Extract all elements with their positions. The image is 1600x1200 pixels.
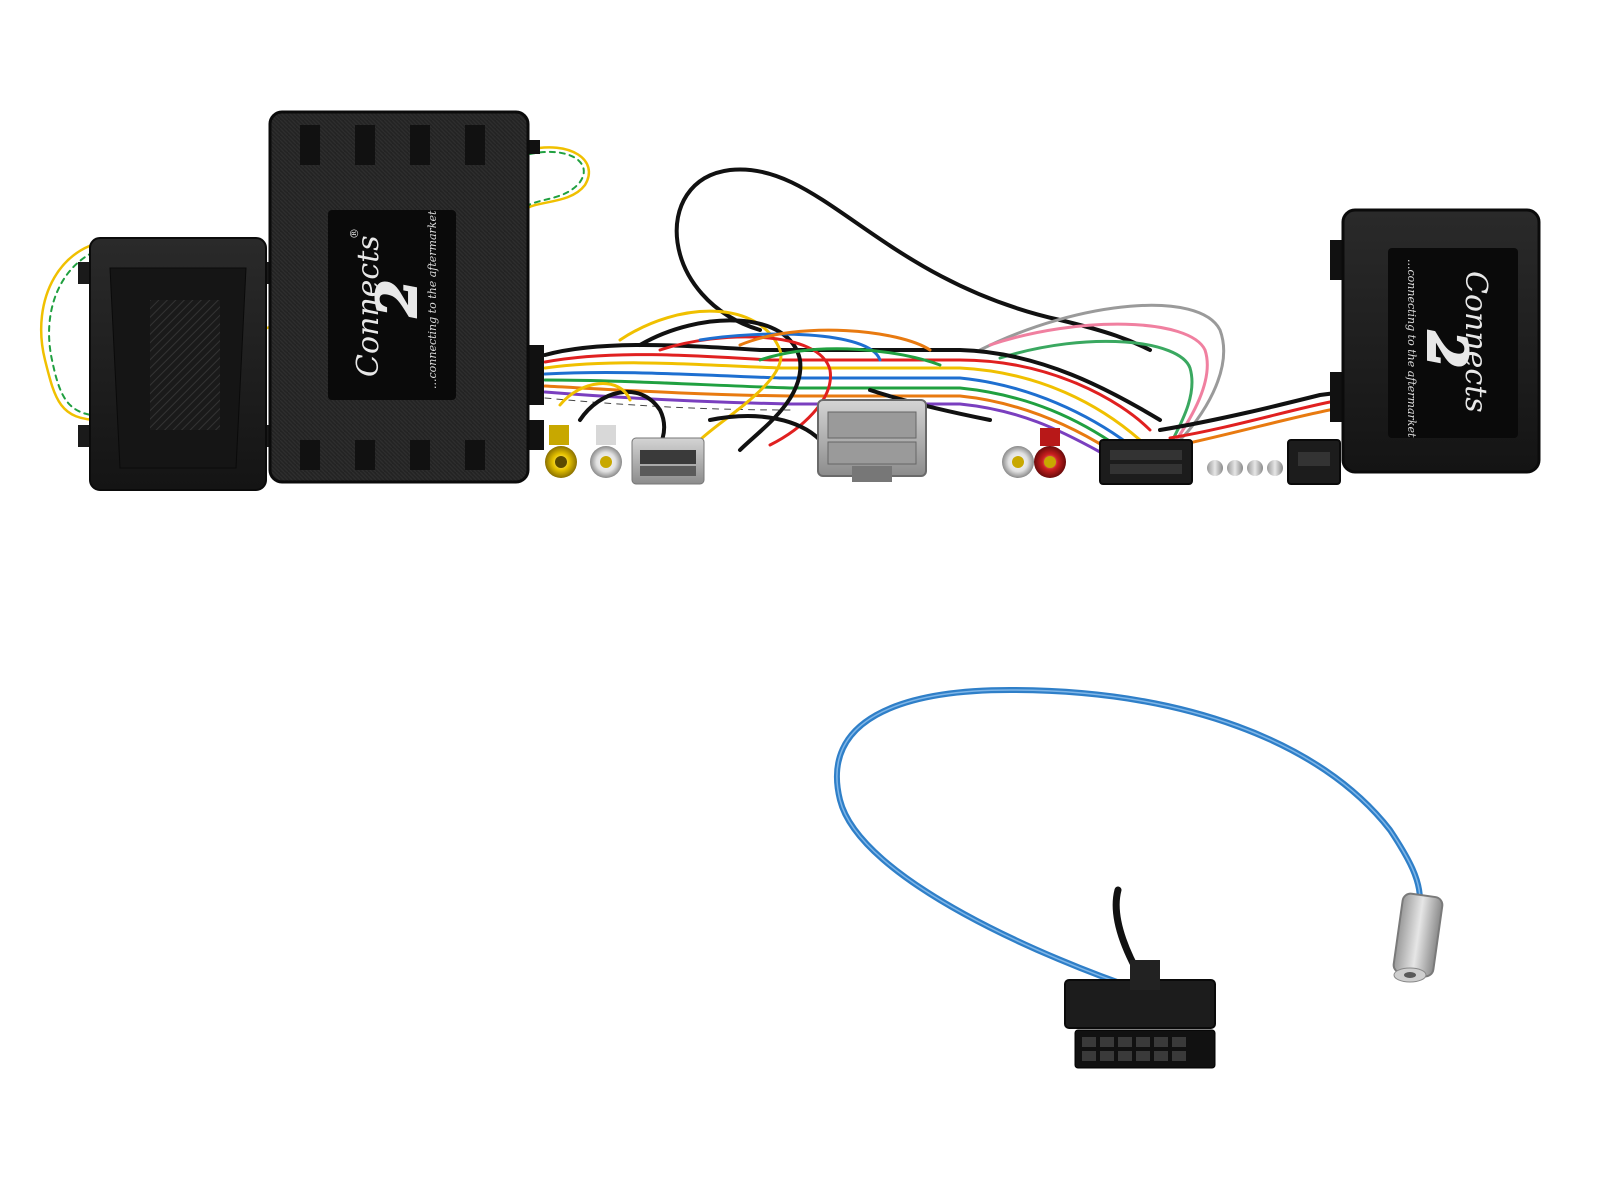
logo-mark: 2 [365, 279, 429, 318]
logo-tagline-right: ...connecting to the aftermarket [1405, 259, 1418, 438]
brand-logo-right: Connects 2 ...connecting to the aftermar… [1405, 259, 1493, 438]
antenna-multipin-plug [1064, 960, 1216, 1069]
rca-white-plug [590, 425, 622, 478]
grey-multipin-connector [631, 437, 705, 485]
rca-white-plug-2 [1002, 446, 1034, 478]
logo-mark-right: 2 [1415, 330, 1479, 369]
rca-red-plug [1034, 428, 1066, 478]
logo-word-right: Connects [1458, 271, 1493, 413]
wiring-harness [40, 146, 1362, 462]
registered-mark: ® [348, 228, 361, 239]
main-interface-module: Connects 2 ...connecting to the aftermar… [268, 110, 544, 484]
antenna-adapter-lead [833, 686, 1423, 993]
black-2pin-connector [1287, 439, 1341, 485]
brand-logo-main: Connects 2 ...connecting to the aftermar… [348, 210, 439, 389]
logo-word: Connects [351, 235, 386, 377]
rca-yellow-plug [545, 425, 577, 478]
brand-label-panel-right [1388, 248, 1518, 438]
right-small-module: Connects 2 ...connecting to the aftermar… [1330, 208, 1541, 474]
left-small-module [78, 237, 278, 491]
brand-label-panel [328, 210, 456, 400]
bullet-terminals [1207, 460, 1283, 476]
grey-iso-connector [817, 399, 927, 482]
logo-tagline: ...connecting to the aftermarket [426, 210, 439, 389]
black-iso-connector [1099, 439, 1193, 485]
vent-grille [150, 300, 220, 430]
antenna-plug-icon [1392, 892, 1444, 983]
